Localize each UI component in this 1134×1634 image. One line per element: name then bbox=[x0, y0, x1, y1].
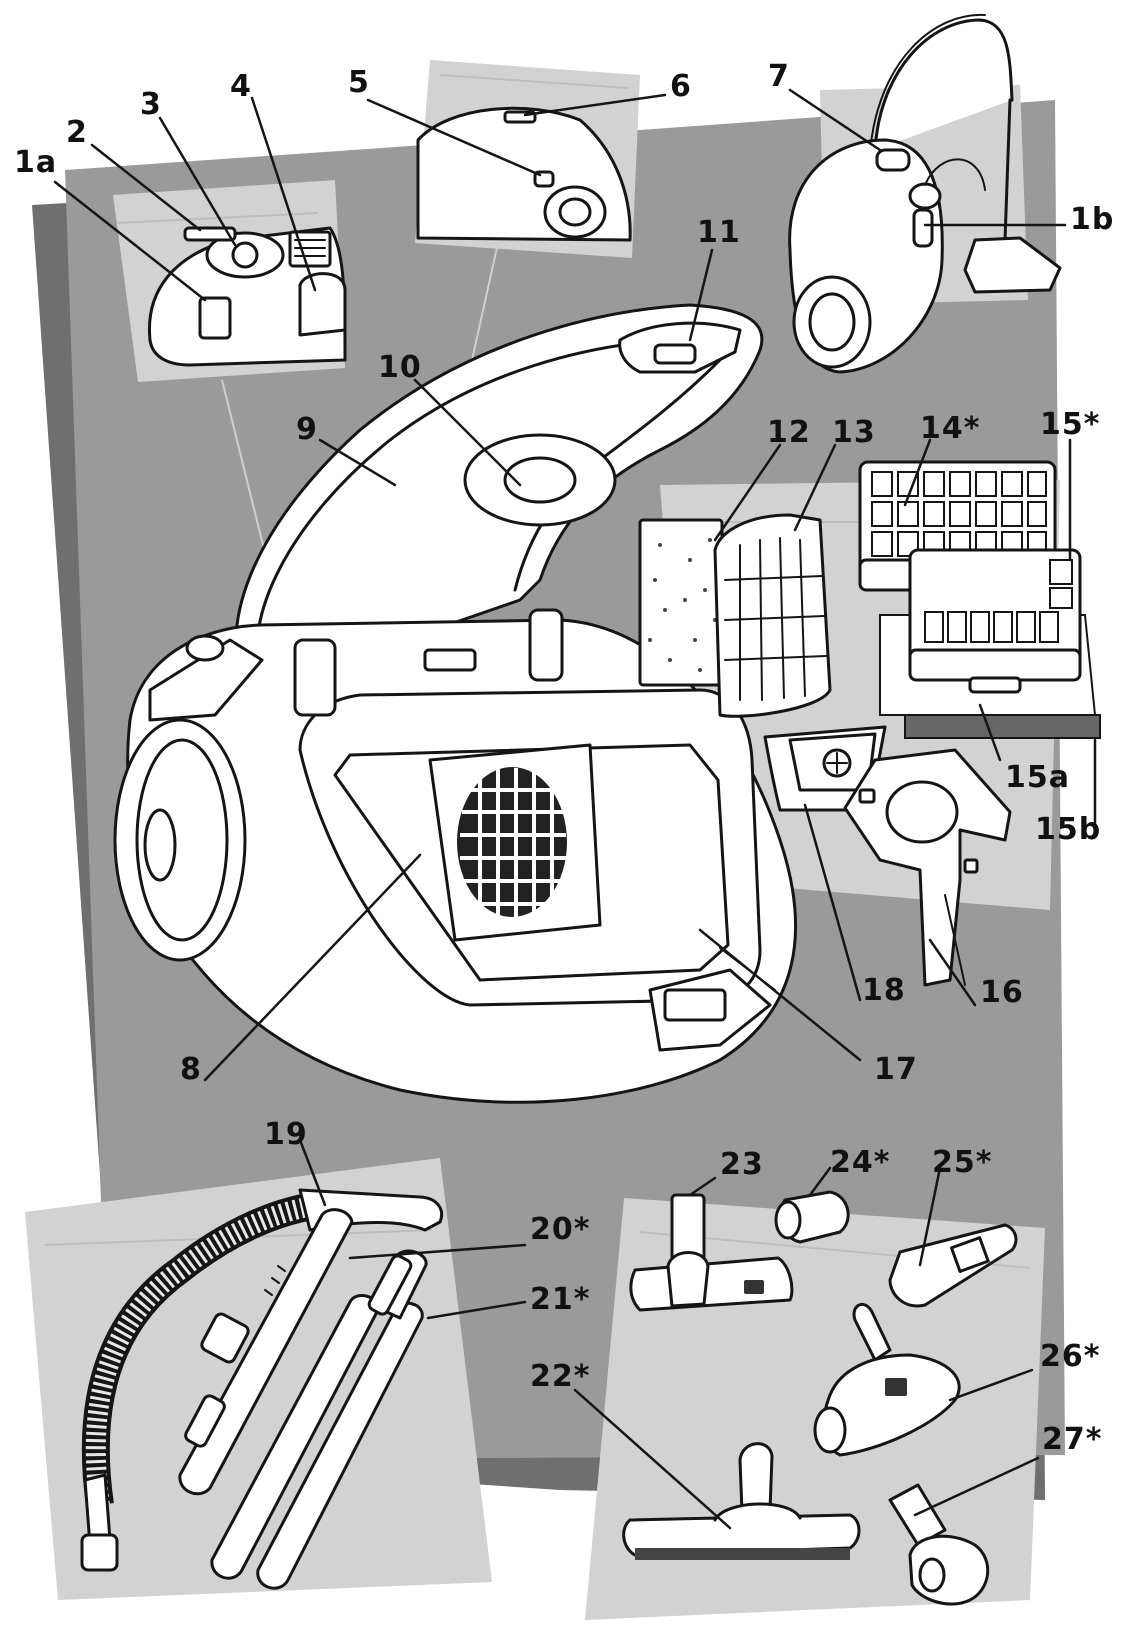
floor-nozzle bbox=[622, 1442, 861, 1560]
label-7: 7 bbox=[768, 59, 790, 94]
label-25: 25* bbox=[932, 1145, 993, 1180]
label-3: 3 bbox=[140, 87, 162, 122]
label-14: 14* bbox=[920, 411, 981, 446]
label-1b: 1b bbox=[1070, 202, 1115, 237]
label-15a: 15a bbox=[1005, 760, 1070, 795]
label-26: 26* bbox=[1040, 1339, 1101, 1374]
label-21: 21* bbox=[530, 1282, 591, 1317]
motor-grille bbox=[428, 743, 602, 942]
label-2: 2 bbox=[66, 115, 88, 150]
nozzles bbox=[622, 1190, 1018, 1606]
telescopic-tube bbox=[178, 1208, 354, 1496]
lid-detail bbox=[416, 106, 632, 242]
bag-holder bbox=[843, 748, 1012, 987]
label-11: 11 bbox=[697, 215, 741, 250]
label-13: 13 bbox=[832, 415, 876, 450]
label-8: 8 bbox=[180, 1052, 202, 1087]
filter-sheet-15b bbox=[904, 714, 1101, 739]
filters-group bbox=[638, 460, 1101, 987]
label-15b: 15b bbox=[1035, 812, 1102, 847]
label-15: 15* bbox=[1040, 407, 1101, 442]
label-10: 10 bbox=[378, 350, 422, 385]
label-16: 16 bbox=[980, 975, 1024, 1010]
extension-tubes bbox=[210, 1249, 428, 1590]
vacuum-main-body bbox=[113, 303, 797, 1104]
turbo-nozzle bbox=[813, 1302, 961, 1457]
adapter-nozzle bbox=[774, 1190, 850, 1244]
label-6: 6 bbox=[670, 69, 692, 104]
label-18: 18 bbox=[862, 973, 906, 1008]
label-23: 23 bbox=[720, 1147, 764, 1182]
label-1a: 1a bbox=[14, 145, 58, 180]
label-9: 9 bbox=[296, 412, 318, 447]
exhaust-filter-15 bbox=[908, 548, 1082, 694]
label-17: 17 bbox=[874, 1052, 918, 1087]
label-27: 27* bbox=[1042, 1422, 1103, 1457]
dusting-brush bbox=[888, 1223, 1018, 1308]
label-19: 19 bbox=[264, 1117, 308, 1152]
label-4: 4 bbox=[230, 69, 252, 104]
label-24: 24* bbox=[830, 1145, 891, 1180]
vacuum-side-view bbox=[788, 13, 1062, 374]
label-5: 5 bbox=[348, 65, 370, 100]
controls-detail bbox=[147, 226, 347, 367]
label-12: 12 bbox=[767, 415, 811, 450]
combination-nozzle bbox=[629, 1193, 794, 1312]
leader-lines bbox=[53, 88, 1097, 1530]
label-20: 20* bbox=[530, 1212, 591, 1247]
hose-and-tubes bbox=[80, 1188, 444, 1590]
motor-filter-foam bbox=[638, 518, 724, 687]
label-22: 22* bbox=[530, 1359, 591, 1394]
